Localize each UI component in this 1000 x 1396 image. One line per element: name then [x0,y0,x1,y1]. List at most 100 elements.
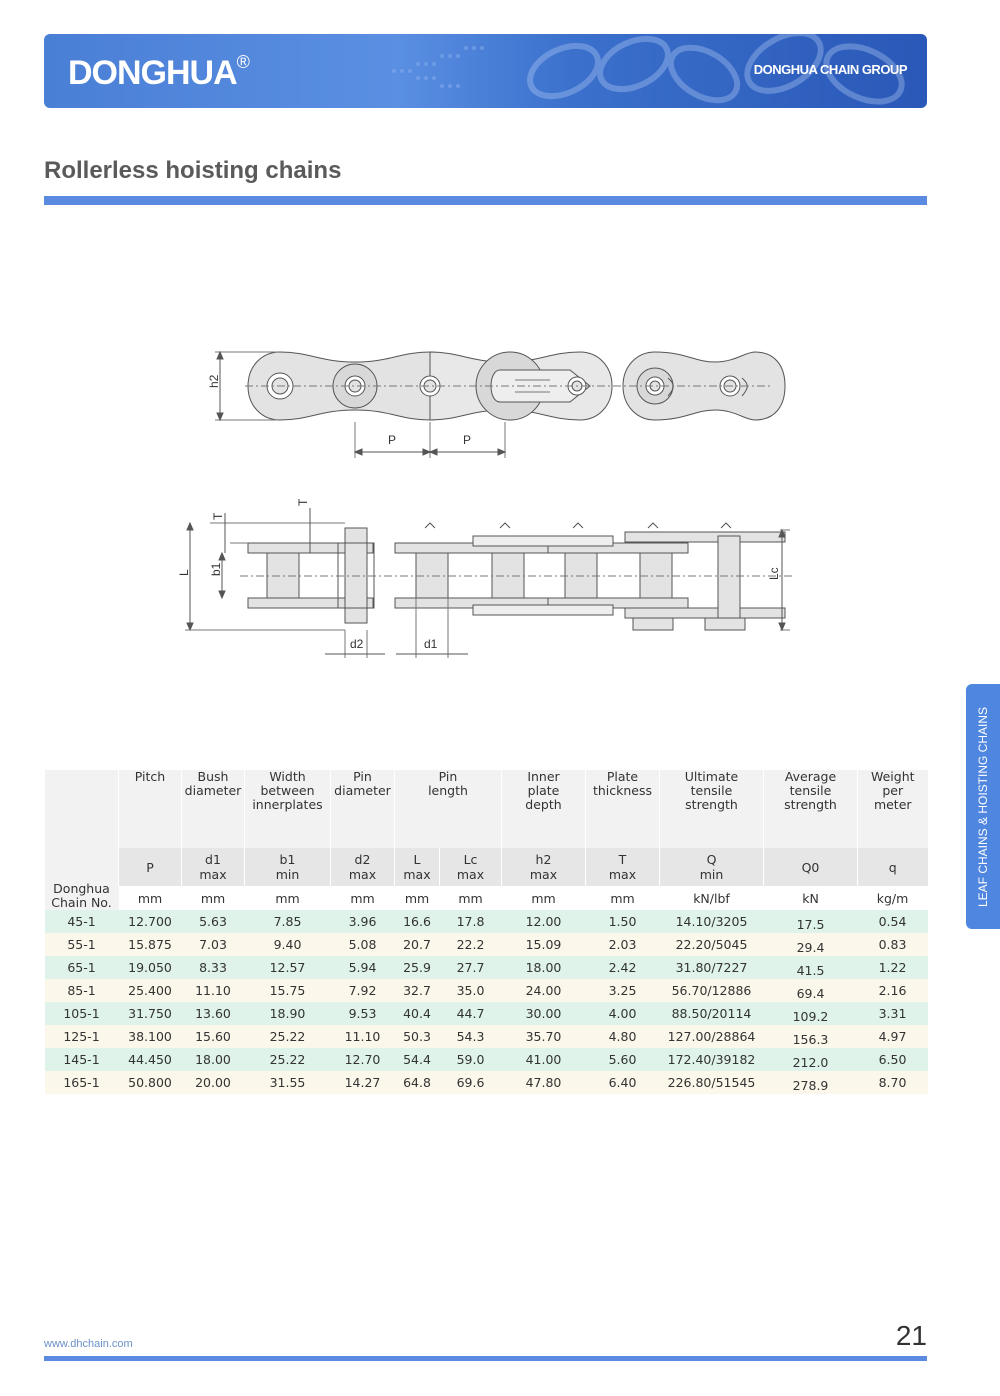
table-cell: 7.03 [181,933,245,956]
symbol-cell: P [118,848,182,886]
table-cell: 25.400 [118,979,182,1002]
table-cell: 127.00/28864 [659,1025,764,1048]
table-cell: 12.70 [330,1048,395,1071]
svg-text:L: L [177,569,191,576]
page-title: Rollerless hoisting chains [44,157,342,184]
website-url[interactable]: www.dhchain.com [44,1338,133,1350]
table-cell: 16.6 [394,910,440,933]
unit-cell: mm [439,886,502,910]
table-cell: 1.22 [857,956,928,979]
unit-cell: kg/m [857,886,928,910]
group-name: DONGHUA CHAIN GROUP [753,62,908,77]
table-cell: 12.700 [118,910,182,933]
table-cell: 8.70 [857,1071,928,1094]
section-side-tab[interactable]: LEAF CHAINS & HOISTING CHAINS [966,684,1000,929]
table-cell: 7.92 [330,979,395,1002]
table-cell: 3.96 [330,910,395,933]
table-cell: 20.7 [394,933,440,956]
table-cell: 50.3 [394,1025,440,1048]
table-cell: 5.08 [330,933,395,956]
table-cell: 226.80/51545 [659,1071,764,1094]
table-cell: 31.80/7227 [659,956,764,979]
symbol-cell: Q0 [763,848,858,886]
table-cell: 69.6 [439,1071,502,1094]
table-cell: 12.00 [501,910,586,933]
svg-text:P: P [463,433,471,447]
unit-cell: mm [118,886,182,910]
table-cell: 14.27 [330,1071,395,1094]
table-cell: 32.7 [394,979,440,1002]
table-cell: 54.4 [394,1048,440,1071]
table-cell: 27.7 [439,956,502,979]
svg-text:T: T [211,512,225,520]
header-banner: DONGHUA® DONGHUA CHAIN GROUP [44,34,927,108]
table-cell: 19.050 [118,956,182,979]
chain-side-view: h2 P P [207,350,786,458]
table-cell: 156.3 [763,1025,858,1048]
table-cell: 15.875 [118,933,182,956]
table-cell: 4.00 [585,1002,660,1025]
table-cell: 41.5 [763,956,858,979]
table-cell: 40.4 [394,1002,440,1025]
table-cell: 5.63 [181,910,245,933]
chain-plan-view: T T L b1 Lc d2 d1 [177,498,795,658]
table-cell: 44.7 [439,1002,502,1025]
chain-no-cell: 55-1 [44,933,119,956]
unit-cell: mm [181,886,245,910]
table-cell: 25.9 [394,956,440,979]
table-cell: 2.03 [585,933,660,956]
page-number: 21 [895,1320,927,1351]
table-cell: 88.50/20114 [659,1002,764,1025]
table-cell: 109.2 [763,1002,858,1025]
unit-cell: kN/lbf [659,886,764,910]
table-cell: 15.09 [501,933,586,956]
symbol-cell: q [857,848,928,886]
chain-no-cell: 105-1 [44,1002,119,1025]
table-cell: 31.750 [118,1002,182,1025]
table-cell: 31.55 [244,1071,331,1094]
chain-no-cell: 85-1 [44,979,119,1002]
svg-text:Lc: Lc [767,567,781,580]
svg-text:P: P [388,433,396,447]
table-cell: 69.4 [763,979,858,1002]
banner-chain-pattern [392,34,905,105]
table-cell: 5.60 [585,1048,660,1071]
title-rule [44,196,927,205]
chain-drawing: h2 P P [177,350,795,658]
svg-text:d1: d1 [424,637,438,651]
unit-cell: mm [501,886,586,910]
svg-text:T: T [296,498,310,506]
unit-cell: mm [330,886,395,910]
table-cell: 1.50 [585,910,660,933]
chain-no-cell: 125-1 [44,1025,119,1048]
table-cell: 3.25 [585,979,660,1002]
table-cell: 35.0 [439,979,502,1002]
table-cell: 7.85 [244,910,331,933]
table-cell: 278.9 [763,1071,858,1094]
svg-text:d2: d2 [350,637,364,651]
table-cell: 4.80 [585,1025,660,1048]
table-cell: 20.00 [181,1071,245,1094]
table-cell: 0.54 [857,910,928,933]
table-cell: 30.00 [501,1002,586,1025]
